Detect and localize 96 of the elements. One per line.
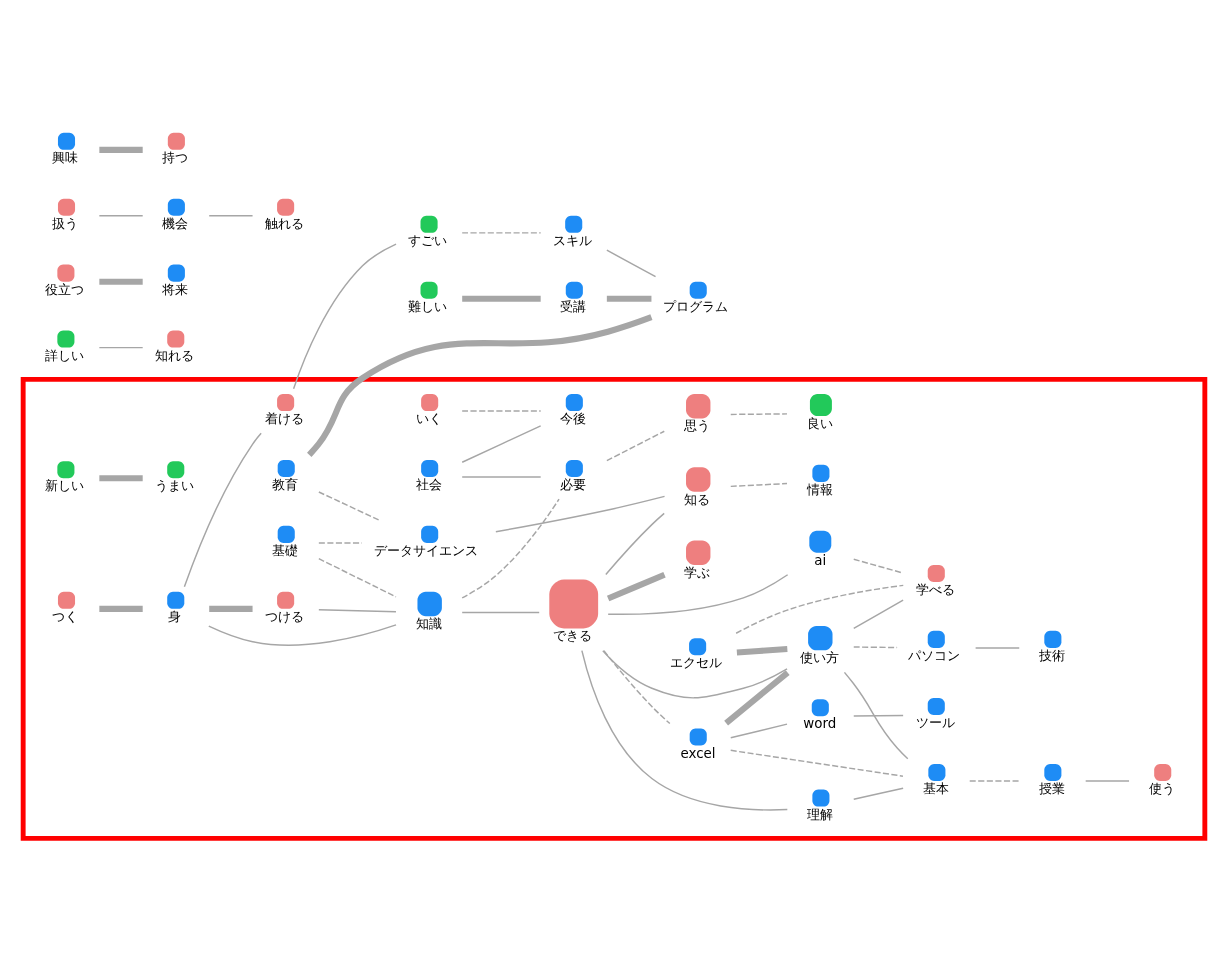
connector	[461, 476, 542, 478]
connector	[853, 646, 898, 649]
connector	[605, 512, 665, 576]
connector	[307, 314, 653, 457]
connector	[730, 482, 788, 488]
node-box	[549, 579, 599, 629]
connector	[603, 650, 671, 725]
node-label: ai	[814, 552, 827, 568]
node-label: 情報	[806, 481, 833, 497]
node-label: パソコン	[908, 647, 961, 663]
node-label: 必要	[560, 476, 587, 492]
node-label: データサイエンス	[374, 542, 479, 558]
connector	[318, 491, 382, 522]
connector	[606, 295, 652, 302]
node-label: 知識	[415, 616, 442, 632]
node-label: 学ぶ	[684, 564, 711, 580]
connector	[729, 749, 904, 777]
node-label: つく	[52, 608, 79, 624]
node-label: 使い方	[799, 650, 839, 666]
connector	[974, 647, 1020, 649]
connector	[853, 558, 904, 574]
node-label: word	[803, 716, 837, 732]
node-label: 扱う	[52, 215, 79, 231]
connector	[209, 605, 253, 612]
node-label: 触れる	[264, 215, 304, 231]
connector	[461, 611, 540, 614]
node-label: エクセル	[669, 655, 722, 671]
node-label: つける	[264, 608, 304, 624]
node-label: excel	[680, 745, 716, 761]
connector	[98, 215, 144, 217]
connector	[462, 295, 541, 302]
connector	[183, 432, 262, 588]
node-label: 役立つ	[45, 281, 85, 297]
node-label: 身	[168, 608, 182, 624]
connector	[853, 787, 904, 801]
connector	[606, 249, 657, 278]
connector	[607, 574, 789, 615]
node-label: 学べる	[915, 581, 955, 597]
connector	[843, 671, 909, 760]
node-label: すごい	[408, 232, 448, 248]
node-label: 難しい	[408, 298, 448, 314]
connector	[318, 608, 397, 613]
connector	[724, 670, 790, 726]
connector	[461, 410, 542, 412]
connector	[292, 243, 397, 390]
node-label: 社会	[415, 476, 442, 492]
connector	[99, 475, 143, 482]
connector	[99, 146, 143, 153]
node-label: 着ける	[264, 411, 304, 427]
connector	[208, 215, 254, 217]
connector	[969, 780, 1020, 782]
node-label: 興味	[52, 149, 79, 165]
node-label: 今後	[560, 411, 587, 427]
node-label: ツール	[915, 715, 955, 731]
connector	[461, 425, 542, 463]
node-label: 受講	[560, 298, 587, 314]
connector	[208, 624, 397, 646]
connector	[853, 599, 904, 630]
node-label: 基礎	[272, 542, 299, 558]
connector	[98, 346, 144, 349]
node-label: 理解	[806, 806, 833, 822]
node-label: スキル	[552, 232, 592, 248]
connector	[1084, 780, 1130, 782]
node-label: 知る	[684, 491, 711, 507]
connector	[461, 498, 560, 599]
connector	[602, 649, 788, 699]
node-label: 授業	[1038, 780, 1065, 796]
connector	[99, 278, 143, 285]
connector	[606, 430, 665, 462]
node-label: うまい	[155, 478, 194, 494]
connector	[99, 605, 143, 612]
connector	[736, 645, 788, 656]
connector	[461, 232, 542, 234]
cluster	[20, 376, 1208, 841]
connector	[581, 649, 789, 811]
node-label: できる	[552, 628, 592, 644]
node-label: 新しい	[45, 478, 85, 494]
node-label: 良い	[806, 415, 833, 431]
node-label: 知れる	[155, 347, 194, 363]
connector	[495, 495, 666, 533]
node-label: 基本	[922, 780, 949, 796]
connector	[853, 714, 904, 717]
node-label: 技術	[1038, 647, 1065, 663]
node-label: 機会	[162, 215, 189, 231]
node-label: いく	[415, 411, 442, 427]
node-label: 詳しい	[45, 347, 85, 363]
connector	[606, 571, 666, 602]
node-label: 教育	[272, 476, 299, 492]
node-label: 持つ	[162, 149, 189, 165]
connector	[735, 584, 904, 634]
node-label: 思う	[684, 418, 711, 434]
connector	[730, 723, 788, 739]
node-label: 使う	[1148, 780, 1175, 796]
node-label: 将来	[162, 281, 189, 297]
connector	[730, 413, 788, 416]
node-label: プログラム	[663, 298, 729, 314]
